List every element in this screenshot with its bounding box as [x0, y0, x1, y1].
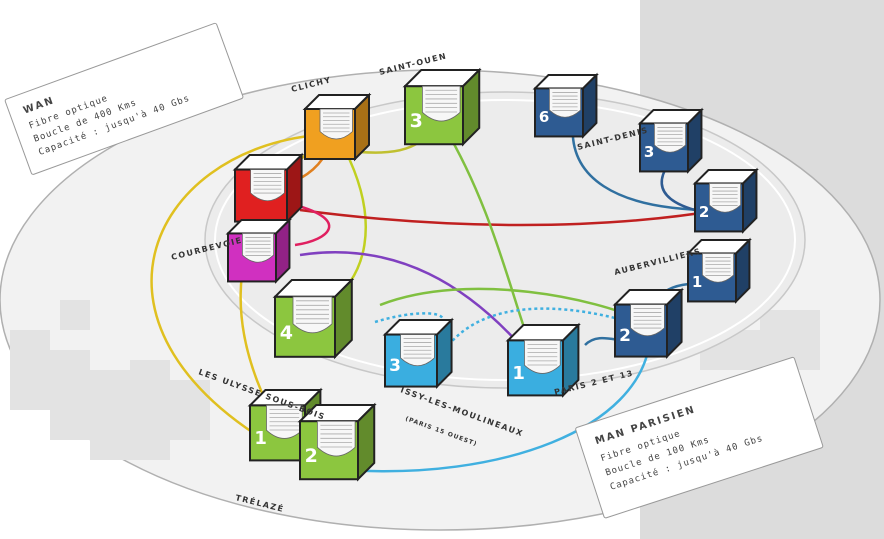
- node-sd-a: 6: [532, 72, 599, 139]
- node-aub: 1: [685, 237, 752, 304]
- node-number: 4: [280, 322, 293, 344]
- node-number: 1: [512, 363, 525, 384]
- node-number: 2: [699, 203, 709, 221]
- man-card: MAN PARISIEN Fibre optique Boucle de 100…: [575, 356, 824, 519]
- node-courbevoie-pink: [225, 217, 292, 284]
- node-number: 3: [410, 110, 423, 132]
- node-number: 3: [644, 143, 654, 161]
- node-trelaze-2: 2: [297, 402, 377, 482]
- node-number: 3: [389, 356, 401, 376]
- node-paris: 1: [505, 322, 581, 398]
- node-issy: 3: [382, 317, 454, 389]
- node-number: 2: [619, 326, 631, 346]
- node-saint-ouen: 3: [402, 67, 482, 147]
- node-sd-b: 3: [637, 107, 704, 174]
- node-number: 2: [305, 445, 318, 467]
- node-number: 1: [692, 273, 702, 291]
- node-aub-2: 2: [612, 287, 684, 359]
- node-clichy: [302, 92, 372, 162]
- node-number: 6: [539, 108, 549, 126]
- nodes: 3 4 3 1 1 2 6 3 2 1 2: [225, 67, 759, 482]
- node-green-4: 4: [272, 277, 355, 360]
- node-courbevoie-red: [232, 152, 304, 224]
- node-number: 1: [254, 428, 267, 449]
- node-sd-c: 2: [692, 167, 759, 234]
